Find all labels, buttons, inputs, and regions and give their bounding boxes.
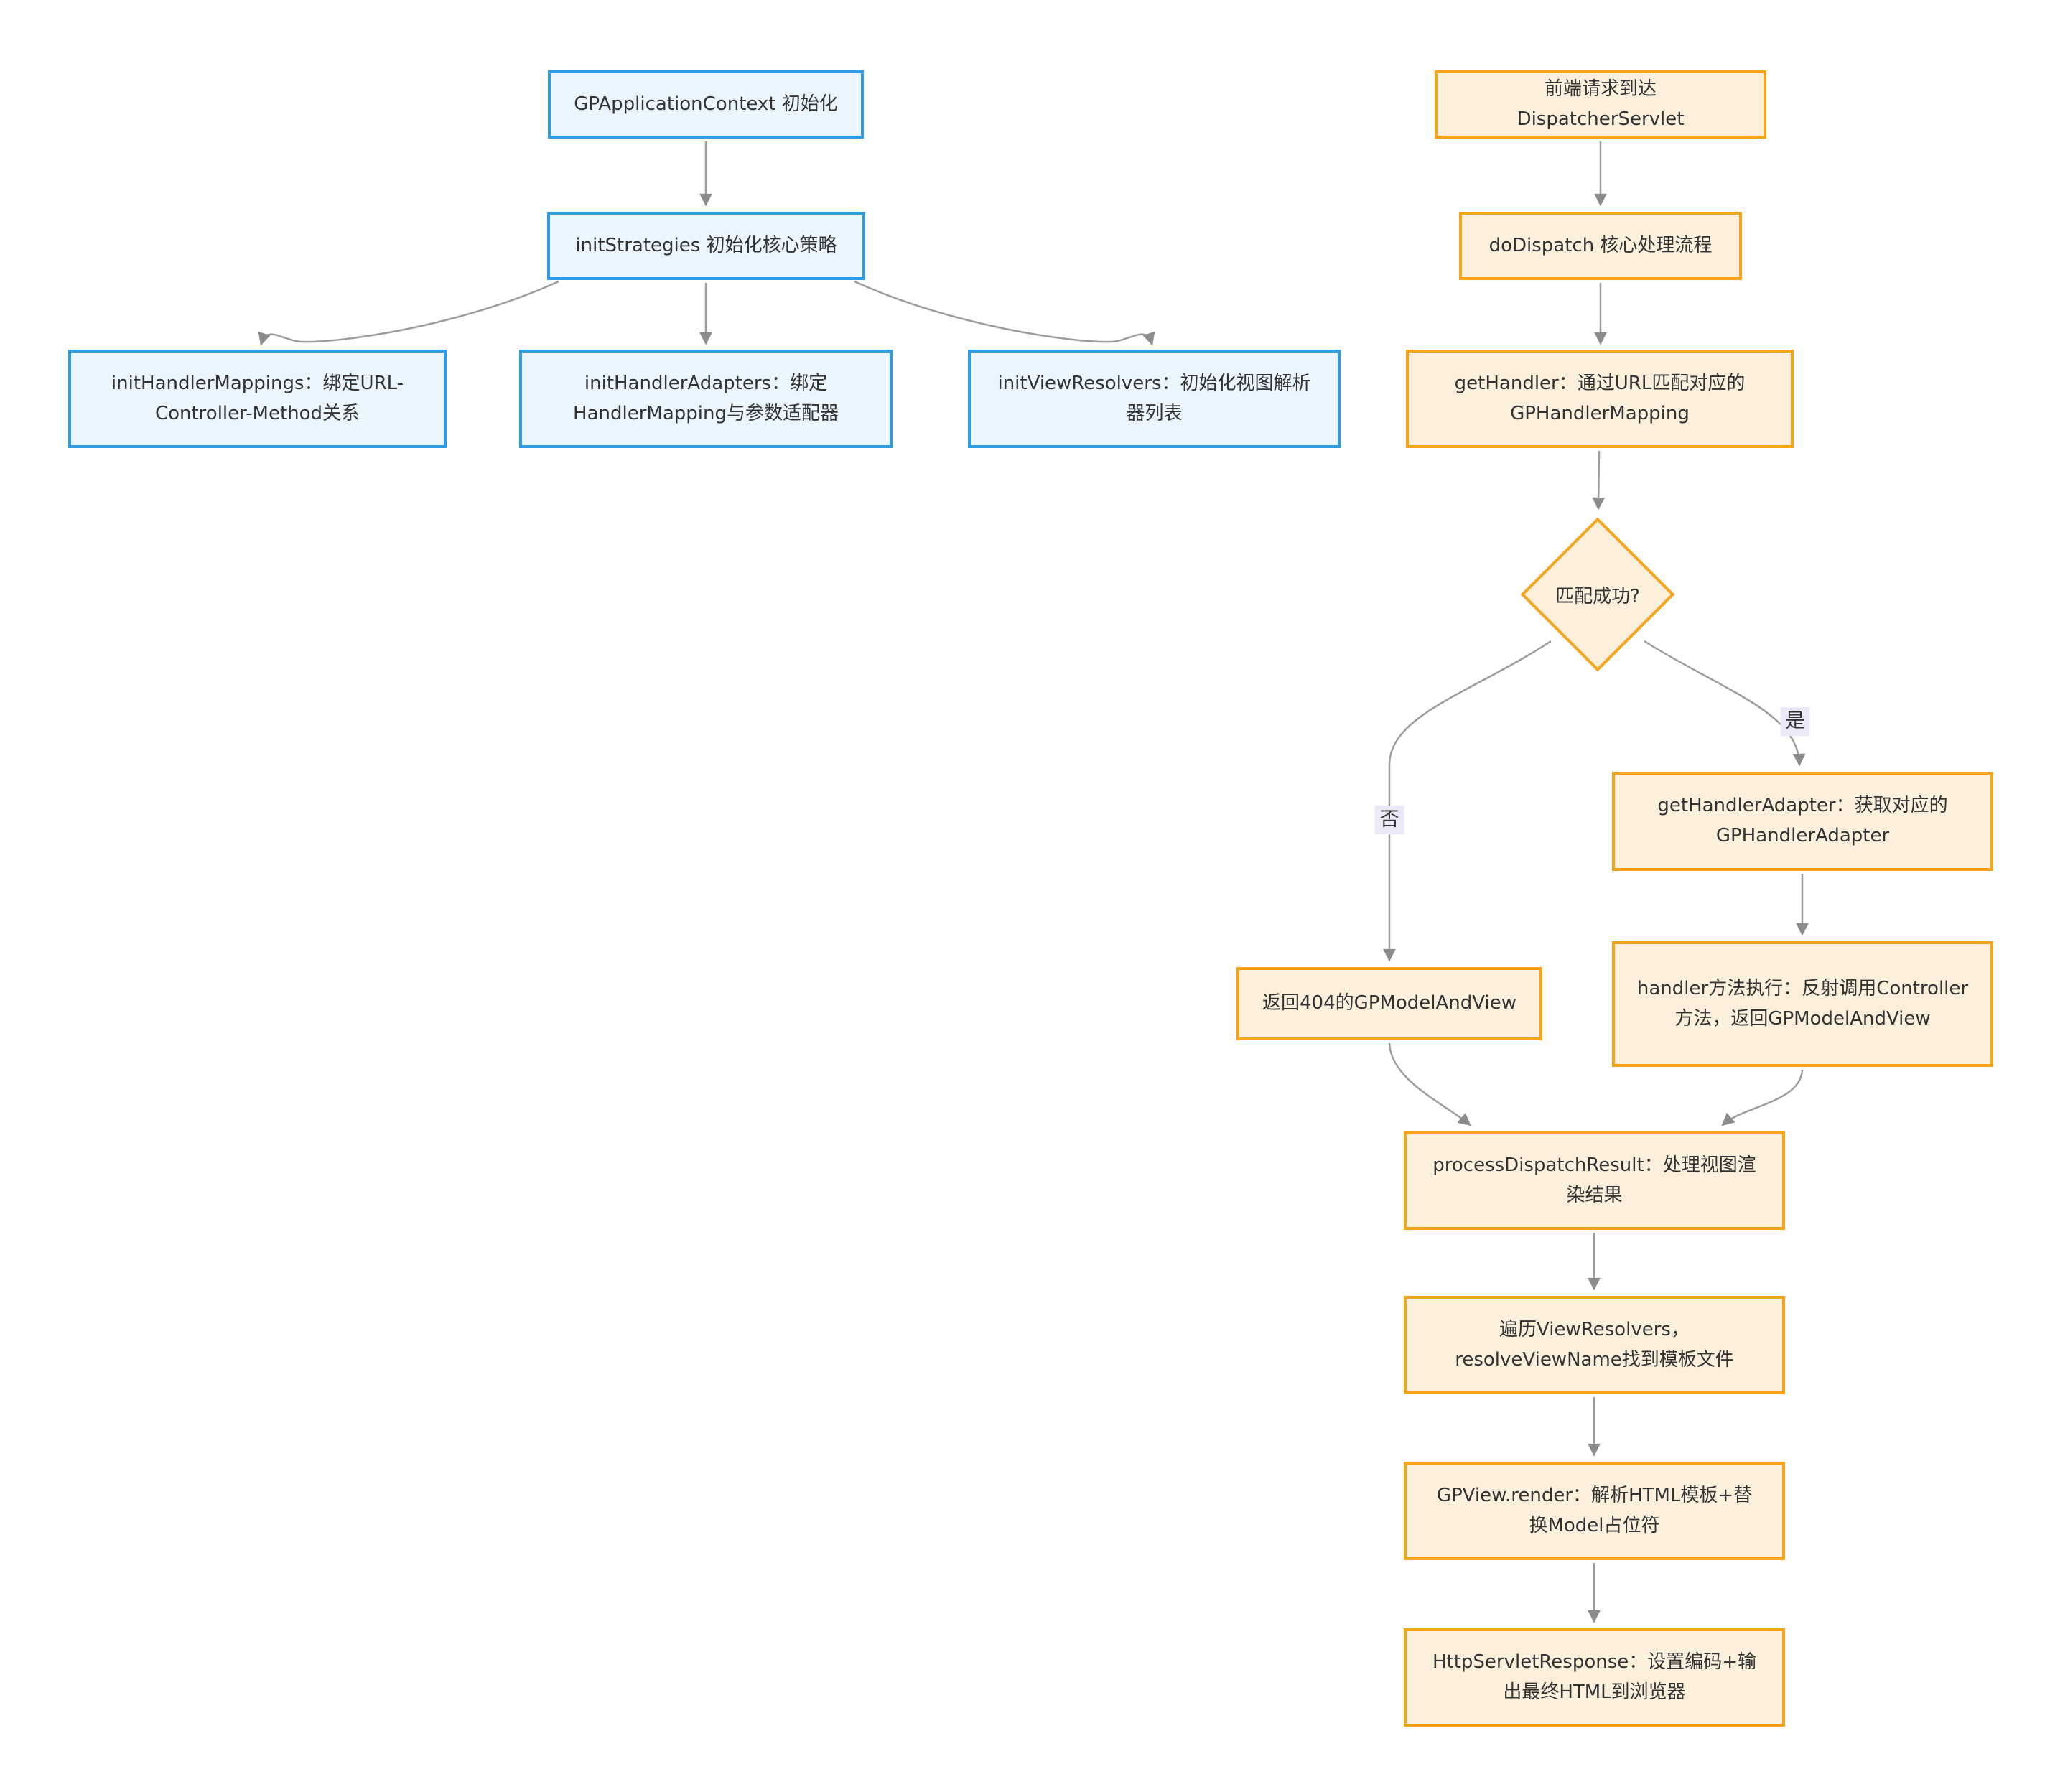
node-initstrategies-label: initStrategies 初始化核心策略 (575, 234, 837, 256)
node-gethandler-label: getHandler：通过URL匹配对应的GPHandlerMapping (1454, 372, 1746, 424)
node-initviewresolvers-label: initViewResolvers：初始化视图解析器列表 (997, 372, 1311, 424)
node-match-decision-label: 匹配成功? (1555, 585, 1640, 607)
node-handler-invoke: handler方法执行：反射调用Controller方法，返回GPModelAn… (1612, 941, 1993, 1067)
node-iterate-viewresolvers: 遍历ViewResolvers，resolveViewName找到模板文件 (1404, 1296, 1785, 1394)
branch-label-yes: 是 (1780, 707, 1810, 736)
node-gethandleradapter: getHandlerAdapter：获取对应的GPHandlerAdapter (1612, 772, 1993, 871)
node-gpview-render-label: GPView.render：解析HTML模板+替换Model占位符 (1436, 1484, 1753, 1536)
node-http-response: HttpServletResponse：设置编码+输出最终HTML到浏览器 (1404, 1628, 1785, 1727)
branch-label-no: 否 (1374, 806, 1404, 834)
edge-decision-yes-to-adapter (1644, 640, 1806, 767)
node-appcontext-init-label: GPApplicationContext 初始化 (574, 93, 838, 115)
node-request-arrives-label: 前端请求到达 DispatcherServlet (1516, 78, 1685, 130)
node-iterate-viewresolvers-label: 遍历ViewResolvers，resolveViewName找到模板文件 (1455, 1318, 1734, 1371)
node-gethandler: getHandler：通过URL匹配对应的GPHandlerMapping (1406, 350, 1794, 448)
edge-404-to-processresult (1388, 1042, 1471, 1126)
node-dodispatch-label: doDispatch 核心处理流程 (1488, 234, 1713, 256)
node-return-404-label: 返回404的GPModelAndView (1262, 992, 1516, 1014)
edge-handlerinvoke-to-processresult (1721, 1069, 1804, 1126)
node-processdispatchresult: processDispatchResult：处理视图渲染结果 (1404, 1131, 1785, 1230)
node-initstrategies: initStrategies 初始化核心策略 (547, 212, 865, 280)
edge-initstrategies-to-handlermappings (258, 280, 559, 346)
node-gpview-render: GPView.render：解析HTML模板+替换Model占位符 (1404, 1462, 1785, 1560)
node-inithandleradapters: initHandlerAdapters：绑定HandlerMapping与参数适… (519, 350, 893, 448)
node-dodispatch: doDispatch 核心处理流程 (1459, 212, 1742, 280)
node-inithandlermappings: initHandlerMappings：绑定URL-Controller-Met… (68, 350, 447, 448)
edge-gethandler-to-decision (1592, 450, 1606, 510)
node-inithandlermappings-label: initHandlerMappings：绑定URL-Controller-Met… (111, 372, 404, 424)
node-match-decision: 匹配成功? (1519, 516, 1677, 673)
edge-initstrategies-to-viewresolvers (854, 280, 1155, 346)
edge-decision-no-to-404 (1383, 640, 1552, 962)
node-gethandleradapter-label: getHandlerAdapter：获取对应的GPHandlerAdapter (1657, 795, 1948, 846)
node-request-arrives: 前端请求到达 DispatcherServlet (1435, 70, 1766, 139)
node-http-response-label: HttpServletResponse：设置编码+输出最终HTML到浏览器 (1432, 1651, 1757, 1703)
node-inithandleradapters-label: initHandlerAdapters：绑定HandlerMapping与参数适… (573, 372, 839, 424)
node-initviewresolvers: initViewResolvers：初始化视图解析器列表 (968, 350, 1341, 448)
node-appcontext-init: GPApplicationContext 初始化 (548, 70, 864, 139)
node-processdispatchresult-label: processDispatchResult：处理视图渲染结果 (1432, 1154, 1756, 1206)
node-return-404: 返回404的GPModelAndView (1236, 967, 1542, 1040)
node-handler-invoke-label: handler方法执行：反射调用Controller方法，返回GPModelAn… (1636, 977, 1969, 1030)
